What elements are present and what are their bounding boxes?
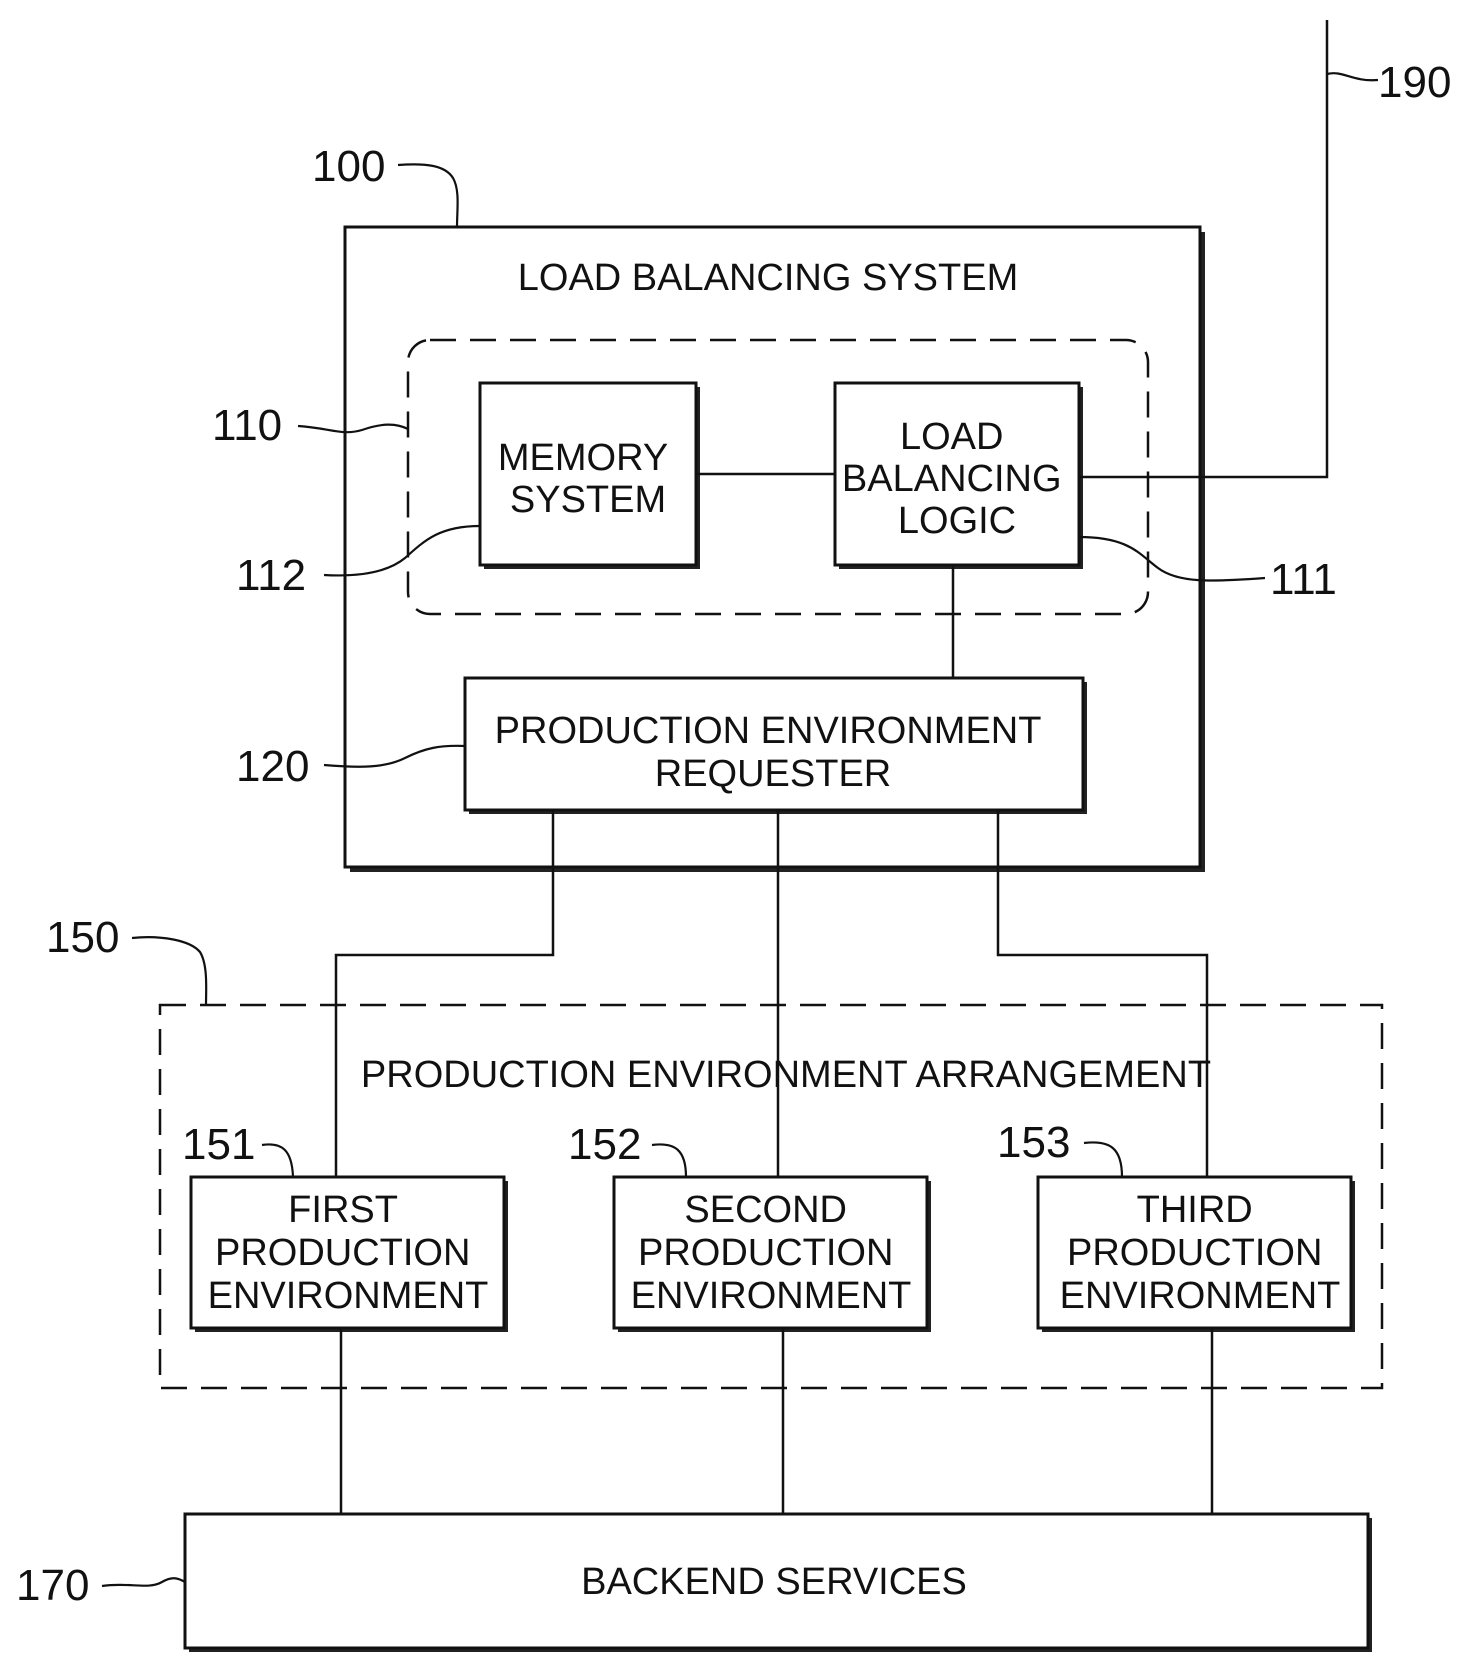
leader-150 <box>132 937 206 1005</box>
third-environment-label-line-1: THIRD <box>1137 1189 1253 1231</box>
ref-150: 150 <box>46 913 119 962</box>
backend-services-label: BACKEND SERVICES <box>581 1561 967 1603</box>
first-environment-label-line-2: PRODUCTION <box>215 1232 470 1274</box>
production-environment-arrangement-title: PRODUCTION ENVIRONMENT ARRANGEMENT <box>361 1054 1211 1096</box>
third-environment-label-line-3: ENVIRONMENT <box>1060 1275 1341 1317</box>
ref-153: 153 <box>997 1118 1070 1167</box>
leader-190 <box>1327 73 1378 80</box>
load-balancing-logic-label-line-3: LOGIC <box>898 500 1016 542</box>
ref-151: 151 <box>182 1120 255 1169</box>
second-environment-label-line-1: SECOND <box>684 1189 847 1231</box>
second-environment-label-line-2: PRODUCTION <box>638 1232 893 1274</box>
requester-label-line-1: PRODUCTION ENVIRONMENT <box>495 710 1042 752</box>
ref-112: 112 <box>236 551 306 600</box>
leader-100 <box>398 164 458 227</box>
ref-111: 111 <box>1270 555 1337 604</box>
memory-system-label-line-2: SYSTEM <box>510 479 666 521</box>
first-environment-label-line-1: FIRST <box>288 1189 398 1231</box>
first-environment-label-line-3: ENVIRONMENT <box>208 1275 489 1317</box>
ref-190: 190 <box>1378 58 1451 107</box>
load-balancing-system-title: LOAD BALANCING SYSTEM <box>518 257 1018 299</box>
ref-110: 110 <box>212 401 282 450</box>
memory-system-label: MEMORY SYSTEM <box>498 437 678 521</box>
ref-170: 170 <box>16 1561 89 1610</box>
load-balancing-logic-label-line-1: LOAD <box>900 416 1003 458</box>
ref-120: 120 <box>236 742 309 791</box>
leader-152 <box>652 1144 686 1177</box>
third-environment-label-line-2: PRODUCTION <box>1067 1232 1322 1274</box>
memory-system-label-line-1: MEMORY <box>498 437 668 479</box>
ref-100: 100 <box>312 142 385 191</box>
leader-153 <box>1084 1142 1122 1177</box>
leader-170 <box>102 1578 185 1586</box>
second-environment-label-line-3: ENVIRONMENT <box>631 1275 912 1317</box>
leader-151 <box>262 1144 293 1177</box>
requester-label-line-2: REQUESTER <box>655 753 891 795</box>
load-balancing-logic-label-line-2: BALANCING <box>842 458 1062 500</box>
ref-152: 152 <box>568 1120 641 1169</box>
